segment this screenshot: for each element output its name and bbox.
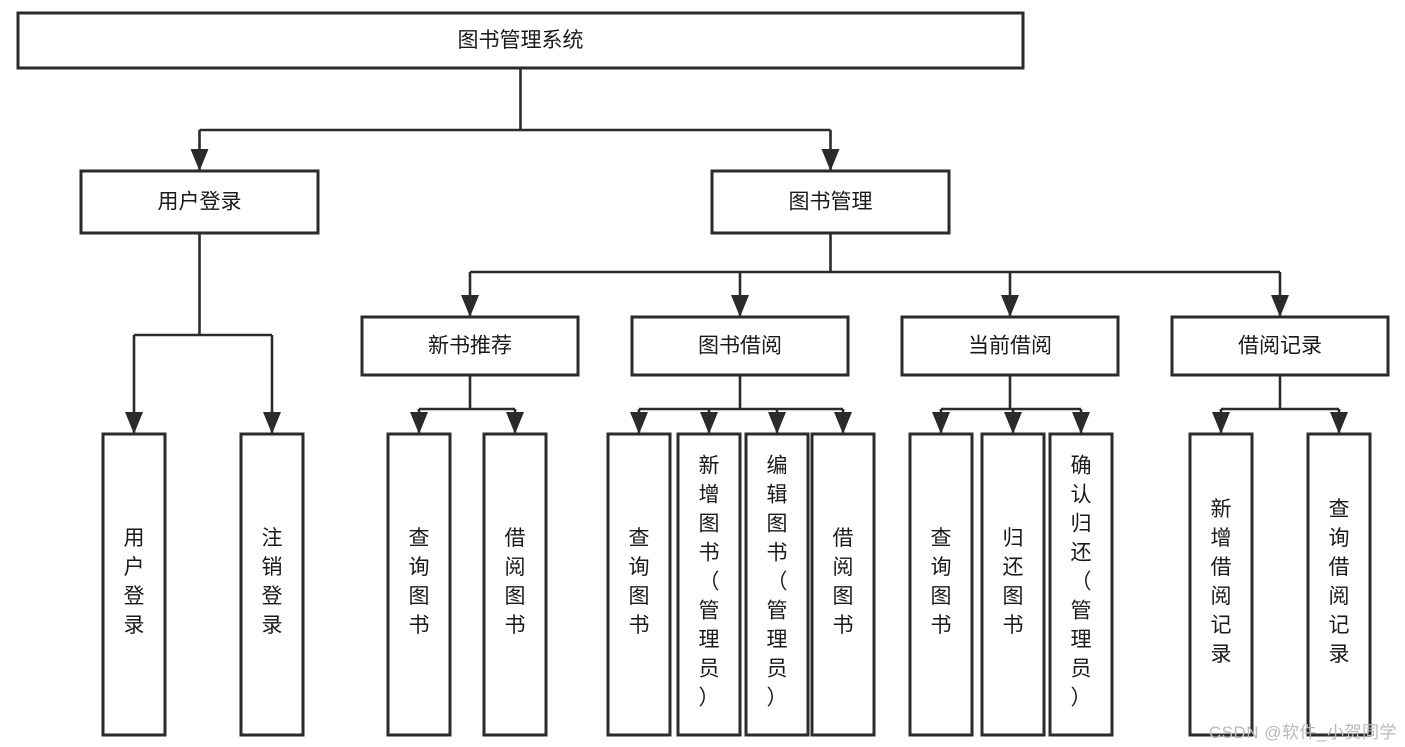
connector-arrowhead [768,412,786,434]
node-label-leaf-query-book-3: 查询图书 [931,527,952,637]
connector-arrowhead [461,295,479,317]
node-box-leaf-logout [239,432,305,737]
node-leaf-borrow-book-2[interactable]: 借阅图书 [810,432,876,737]
node-label-leaf-return-book: 归还图书 [1003,527,1024,637]
connector-arrowhead [1004,412,1022,434]
node-box-leaf-query-book-3 [908,432,974,737]
connector-arrowhead [1271,295,1289,317]
node-leaf-edit-book[interactable]: 编辑图书（管理员） [744,432,810,737]
connector-arrowhead [410,412,428,434]
node-box-current-borrow [900,315,1120,377]
node-box-leaf-confirm-return [1048,432,1114,737]
node-label-leaf-borrow-book-1: 借阅图书 [505,527,526,637]
node-label-leaf-query-book-1: 查询图书 [409,527,430,637]
node-label-new-book-recommend: 新书推荐 [428,335,512,358]
node-box-leaf-borrow-book-1 [482,432,548,737]
node-box-book-management [710,169,951,235]
connector-arrowhead [263,412,281,434]
node-label-leaf-edit-book: 编辑图书（管理员） [767,455,788,710]
node-box-leaf-user-login [101,432,167,737]
node-leaf-return-book[interactable]: 归还图书 [980,432,1046,737]
node-box-leaf-add-book [676,432,742,737]
connector-arrowhead [125,412,143,434]
node-label-leaf-add-book: 新增图书（管理员） [699,455,720,710]
connector-arrowhead [700,412,718,434]
node-borrow-record[interactable]: 借阅记录 [1170,315,1390,377]
node-leaf-query-book-1[interactable]: 查询图书 [386,432,452,737]
node-box-leaf-add-record [1188,432,1254,737]
node-box-book-borrow [630,315,850,377]
node-label-leaf-query-book-2: 查询图书 [629,527,650,637]
node-leaf-logout[interactable]: 注销登录 [239,432,305,737]
node-leaf-query-book-2[interactable]: 查询图书 [606,432,672,737]
node-box-leaf-query-book-1 [386,432,452,737]
node-leaf-query-book-3[interactable]: 查询图书 [908,432,974,737]
node-current-borrow[interactable]: 当前借阅 [900,315,1120,377]
node-box-leaf-query-book-2 [606,432,672,737]
node-label-book-borrow: 图书借阅 [698,335,782,358]
connector-arrowhead [1072,412,1090,434]
connector-arrowhead [630,412,648,434]
node-label-borrow-record: 借阅记录 [1238,335,1322,358]
connector-layer [125,68,1348,434]
node-leaf-confirm-return[interactable]: 确认归还（管理员） [1048,432,1114,737]
connector-arrowhead [932,412,950,434]
node-box-new-book-recommend [360,315,580,377]
connector-arrowhead [821,149,840,171]
node-book-borrow[interactable]: 图书借阅 [630,315,850,377]
node-label-leaf-add-record: 新增借阅记录 [1211,498,1232,666]
node-box-leaf-return-book [980,432,1046,737]
node-leaf-user-login[interactable]: 用户登录 [101,432,167,737]
node-layer: 图书管理系统用户登录图书管理新书推荐图书借阅当前借阅借阅记录用户登录注销登录查询… [16,11,1390,737]
node-box-borrow-record [1170,315,1390,377]
node-leaf-add-book[interactable]: 新增图书（管理员） [676,432,742,737]
node-box-leaf-borrow-book-2 [810,432,876,737]
node-box-root-title [16,11,1025,70]
node-label-current-borrow: 当前借阅 [968,335,1052,358]
node-book-management[interactable]: 图书管理 [710,169,951,235]
node-user-login[interactable]: 用户登录 [79,169,320,235]
connector-arrowhead [1330,412,1348,434]
node-box-leaf-query-record [1306,432,1372,737]
connector-arrowhead [506,412,524,434]
node-leaf-borrow-book-1[interactable]: 借阅图书 [482,432,548,737]
node-label-leaf-query-record: 查询借阅记录 [1329,498,1350,666]
connector-arrowhead [834,412,852,434]
node-root-title[interactable]: 图书管理系统 [16,11,1025,70]
node-label-user-login: 用户登录 [158,191,242,214]
node-label-book-management: 图书管理 [789,191,873,214]
node-label-leaf-borrow-book-2: 借阅图书 [833,527,854,637]
node-box-leaf-edit-book [744,432,810,737]
node-leaf-query-record[interactable]: 查询借阅记录 [1306,432,1372,737]
connector-arrowhead [190,149,209,171]
node-leaf-add-record[interactable]: 新增借阅记录 [1188,432,1254,737]
node-label-leaf-user-login: 用户登录 [124,527,145,637]
node-new-book-recommend[interactable]: 新书推荐 [360,315,580,377]
node-label-root-title: 图书管理系统 [458,29,584,52]
node-label-leaf-confirm-return: 确认归还（管理员） [1071,455,1092,710]
node-label-leaf-logout: 注销登录 [262,527,283,637]
connector-arrowhead [1212,412,1230,434]
connector-arrowhead [731,295,749,317]
node-box-user-login [79,169,320,235]
csdn-watermark: CSDN @软件_小贺同学 [1208,723,1397,742]
connector-arrowhead [1001,295,1019,317]
